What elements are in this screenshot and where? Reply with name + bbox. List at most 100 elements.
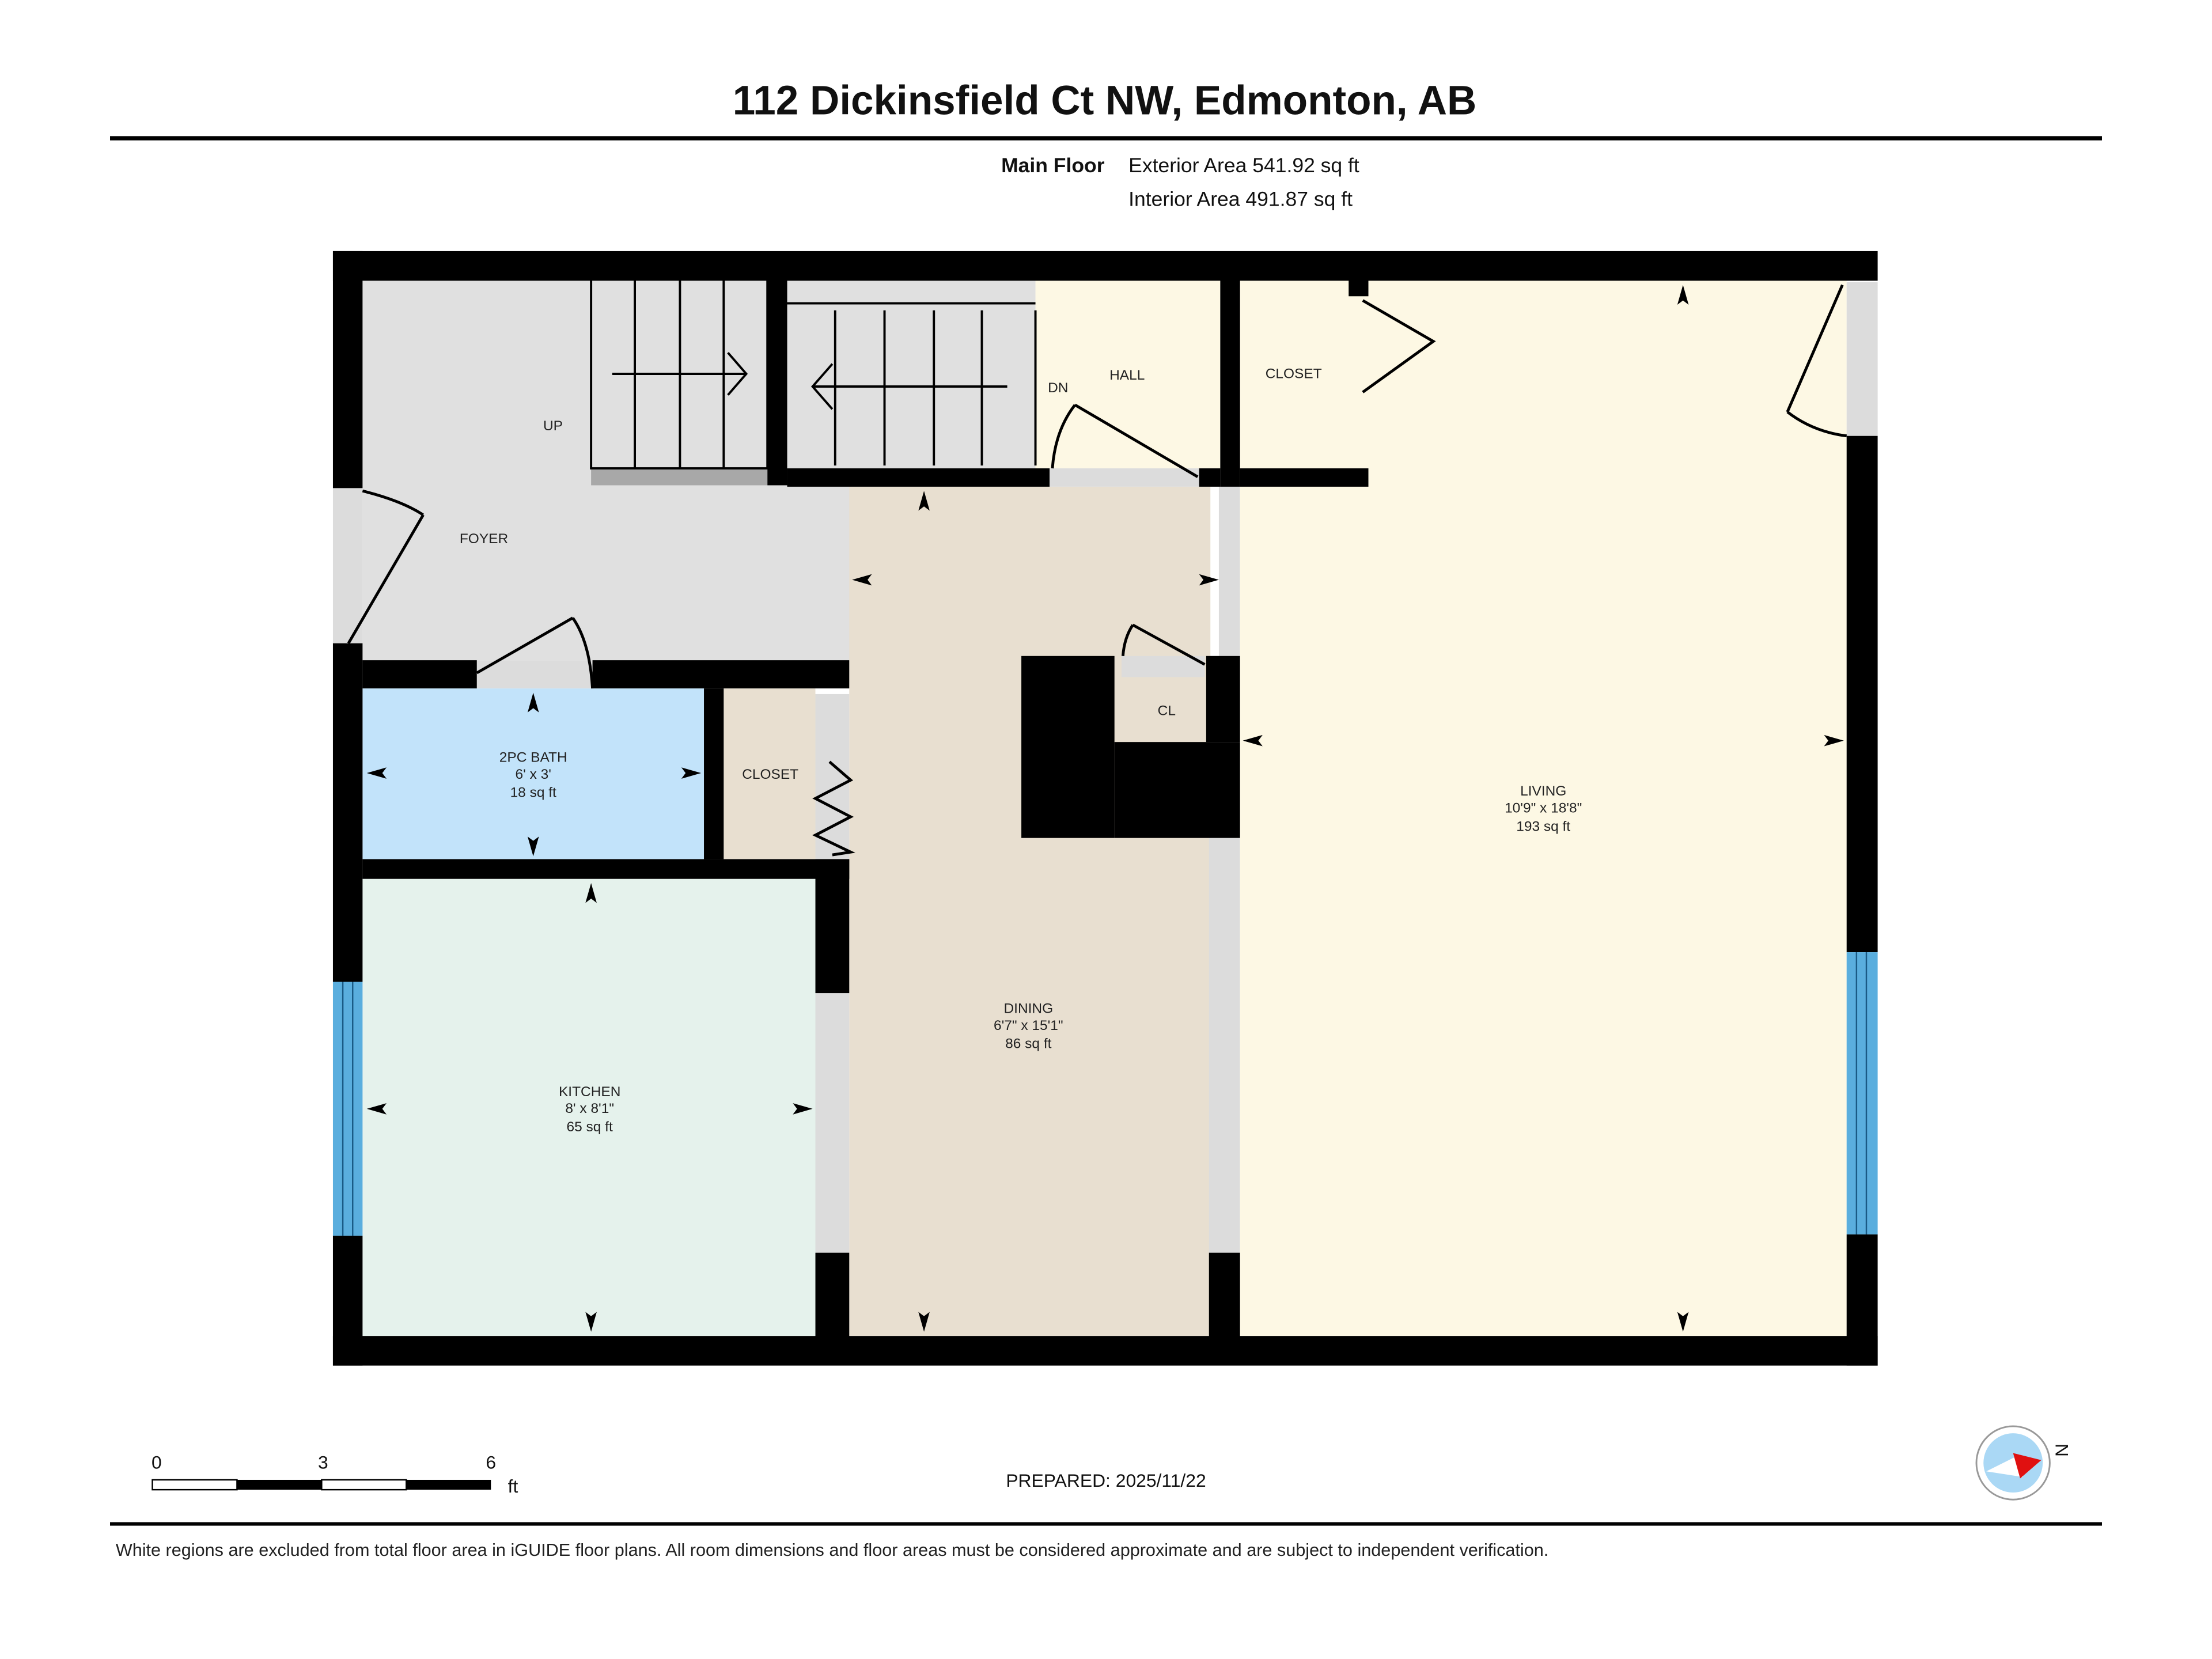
stair-landing — [591, 468, 768, 486]
svg-text:LIVING: LIVING — [1520, 783, 1566, 799]
svg-text:18 sq ft: 18 sq ft — [510, 785, 556, 801]
dining-living-opening-2 — [1209, 838, 1240, 1253]
marker-up-icon — [527, 692, 539, 713]
svg-text:DINING: DINING — [1003, 1001, 1053, 1016]
wall-dining-right-lower — [1209, 1252, 1240, 1338]
svg-text:6' x 3': 6' x 3' — [516, 767, 551, 782]
marker-down-icon — [1677, 1312, 1689, 1332]
floor-plan: FOYER UP DN HALL CLOSET CLOSET CL 2PC BA… — [332, 251, 1878, 1366]
cl-opening — [1121, 656, 1205, 677]
wall-closet-bottom — [1240, 468, 1369, 487]
svg-text:6: 6 — [486, 1452, 496, 1472]
wall-bottom — [332, 1336, 1878, 1366]
dining-label: DINING 6'7" x 15'1" 86 sq ft — [994, 1001, 1063, 1051]
wall-stair-bottom — [787, 468, 1050, 487]
bath-door-opening — [476, 660, 593, 689]
stairs-up — [590, 278, 769, 470]
door-bath[interactable] — [476, 616, 594, 689]
bifold-door-closet[interactable] — [812, 760, 855, 857]
bath-label: 2PC BATH 6' x 3' 18 sq ft — [499, 749, 567, 800]
marker-down-icon — [918, 1312, 930, 1332]
svg-text:2PC BATH: 2PC BATH — [499, 749, 567, 765]
foyer-door-opening — [332, 488, 363, 643]
stairs-up-label: UP — [543, 418, 563, 434]
wall-chimney-bottom — [1114, 742, 1240, 838]
prepared-date: PREPARED: 2025/11/22 — [1006, 1470, 1206, 1491]
window-living — [1846, 952, 1878, 1234]
floor-label: Main Floor — [1001, 154, 1105, 177]
cl-area — [1114, 677, 1219, 743]
wall-left-upper — [332, 251, 363, 488]
closet-mid-opening — [815, 694, 850, 859]
svg-text:6'7" x 15'1": 6'7" x 15'1" — [994, 1018, 1063, 1033]
svg-text:65 sq ft: 65 sq ft — [567, 1119, 613, 1135]
stairs-down — [787, 302, 1037, 466]
marker-down-icon — [527, 836, 539, 857]
marker-left-icon — [366, 767, 387, 779]
svg-text:0: 0 — [151, 1452, 162, 1472]
exterior-area: Exterior Area 541.92 sq ft — [1128, 154, 1359, 177]
svg-text:ft: ft — [508, 1476, 518, 1497]
wall-bath-bottom — [362, 859, 850, 879]
door-closet-top[interactable] — [1362, 299, 1436, 393]
wall-kitchen-right-lower — [815, 1252, 850, 1338]
scale-bar: 0 3 6 ft — [151, 1452, 518, 1497]
living-area — [1240, 279, 1847, 1336]
door-foyer[interactable] — [347, 489, 425, 644]
kitchen-label: KITCHEN 8' x 8'1" 65 sq ft — [559, 1084, 620, 1135]
wall-stair-divider — [767, 279, 787, 486]
stair-down-area — [787, 279, 1036, 469]
wall-bath-right — [704, 688, 724, 859]
dining-living-opening — [1218, 486, 1240, 656]
marker-down-icon — [585, 1312, 597, 1332]
stairs-down-label: DN — [1048, 380, 1068, 396]
svg-text:KITCHEN: KITCHEN — [559, 1084, 620, 1100]
closet-mid-label: CLOSET — [742, 767, 798, 782]
wall-kitchen-right-upper — [815, 859, 850, 994]
hall-opening — [1050, 468, 1199, 487]
compass-tail — [1986, 1454, 2023, 1478]
marker-right-icon — [681, 767, 702, 779]
wall-left-mid — [332, 643, 363, 982]
wall-chimney — [1021, 656, 1115, 838]
dimension-markers — [366, 285, 1844, 1332]
marker-left-icon — [1243, 734, 1263, 747]
svg-text:8' x 8'1": 8' x 8'1" — [565, 1101, 614, 1116]
arrow-left-icon — [811, 363, 834, 410]
marker-up-icon — [918, 491, 930, 511]
marker-right-icon — [1824, 734, 1844, 747]
wall-hall-corner — [1199, 468, 1221, 487]
wall-right-bottom — [1846, 1234, 1878, 1366]
door-living-exterior[interactable] — [1786, 284, 1847, 438]
compass-north-label: N — [2051, 1444, 2072, 1457]
interior-area: Interior Area 491.87 sq ft — [1128, 188, 1353, 211]
wall-right-lower — [1846, 435, 1878, 953]
marker-up-icon — [585, 883, 597, 903]
closet-top-label: CLOSET — [1266, 366, 1322, 381]
marker-left-icon — [852, 574, 872, 586]
wall-bath-top-right — [592, 660, 850, 689]
svg-text:10'9" x 18'8": 10'9" x 18'8" — [1505, 801, 1582, 816]
window-kitchen — [332, 982, 363, 1236]
wall-hall-right — [1220, 279, 1240, 487]
living-label: LIVING 10'9" x 18'8" 193 sq ft — [1505, 783, 1582, 834]
footer-rule — [110, 1522, 2102, 1526]
wall-cl-right — [1206, 656, 1240, 743]
hall-label: HALL — [1109, 368, 1145, 383]
header-rule — [110, 136, 2102, 141]
closet-mid-area — [724, 688, 816, 859]
foyer-label: FOYER — [460, 531, 508, 547]
kitchen-dining-opening — [815, 993, 850, 1253]
door-hall[interactable] — [1051, 403, 1199, 478]
marker-left-icon — [366, 1103, 387, 1115]
door-cl[interactable] — [1121, 623, 1206, 666]
bath-area — [362, 688, 704, 859]
marker-right-icon — [1199, 574, 1219, 586]
marker-up-icon — [1677, 285, 1689, 305]
page-title: 112 Dickinsfield Ct NW, Edmonton, AB — [733, 78, 1477, 123]
svg-text:193 sq ft: 193 sq ft — [1516, 819, 1570, 834]
compass-needle-icon — [2013, 1453, 2041, 1479]
wall-bath-top-left — [362, 660, 477, 689]
cl-label: CL — [1158, 703, 1176, 719]
